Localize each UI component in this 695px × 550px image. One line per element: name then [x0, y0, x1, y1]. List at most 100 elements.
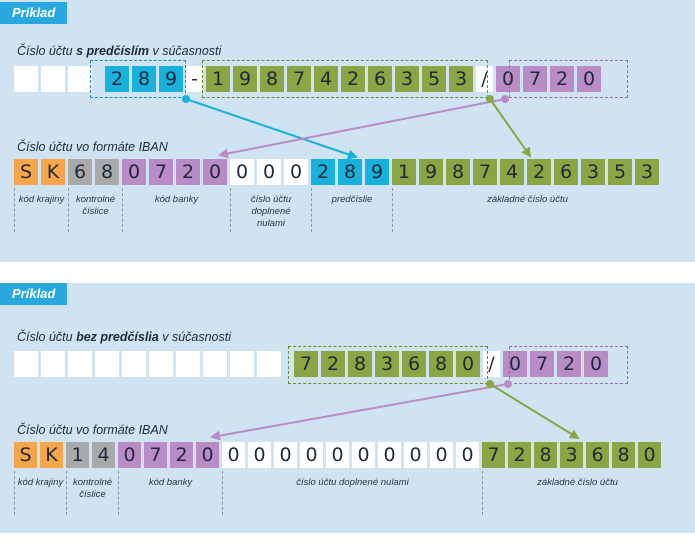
base-number-cell: 7: [482, 442, 505, 468]
iban-row-2: S K 1 4 0 7 2 0 0 0 0 0 0 0 0 0 0 0 7 2 …: [14, 442, 664, 468]
slash-separator: /: [483, 351, 500, 377]
check-digit-cell: 1: [66, 442, 89, 468]
base-number-cell: 6: [586, 442, 609, 468]
empty-cell: [68, 351, 92, 377]
account-heading-1: Číslo účtu s predčíslím v súčasnosti: [17, 44, 222, 58]
gap: [95, 66, 105, 92]
label-bank-code: kód banky: [118, 471, 222, 515]
base-digit: 7: [294, 351, 318, 377]
padding-zero-cell: 0: [430, 442, 453, 468]
base-number-cell: 2: [527, 159, 551, 185]
prefix-cell: 8: [338, 159, 362, 185]
gap: [284, 351, 294, 377]
base-digit: 6: [402, 351, 426, 377]
label-base-number: základné číslo účtu: [392, 188, 662, 232]
base-digit: 4: [314, 66, 338, 92]
padding-zero-cell: 0: [230, 159, 254, 185]
base-number-cell: 3: [635, 159, 659, 185]
padding-zero-cell: 0: [248, 442, 271, 468]
base-digit: 3: [395, 66, 419, 92]
base-digit: 3: [449, 66, 473, 92]
base-number-cell: 5: [608, 159, 632, 185]
bank-code-cell: 2: [176, 159, 200, 185]
label-check-digits: kontrolné číslice: [66, 471, 118, 515]
check-digit-cell: 8: [95, 159, 119, 185]
bank-digit: 0: [577, 66, 601, 92]
base-digit: 8: [260, 66, 284, 92]
bank-code-cell: 0: [122, 159, 146, 185]
country-code-cell: S: [14, 159, 38, 185]
label-zero-padding: číslo účtu doplnené nulami: [230, 188, 311, 232]
base-digit: 5: [422, 66, 446, 92]
padding-zero-cell: 0: [404, 442, 427, 468]
check-digit-cell: 6: [68, 159, 92, 185]
prefix-cell: 2: [311, 159, 335, 185]
empty-cell: [230, 351, 254, 377]
iban-row-1: S K 6 8 0 7 2 0 0 0 0 2 8 9 1 9 8 7 4 2 …: [14, 159, 662, 185]
empty-cell: [257, 351, 281, 377]
bank-code-cell: 0: [118, 442, 141, 468]
check-digit-cell: 4: [92, 442, 115, 468]
empty-cell: [41, 351, 65, 377]
prefix-cell: 9: [365, 159, 389, 185]
label-base-number: základné číslo účtu: [482, 471, 672, 515]
base-digit: 6: [368, 66, 392, 92]
bank-code-cell: 7: [144, 442, 167, 468]
bank-digit: 0: [496, 66, 520, 92]
iban-heading-1: Číslo účtu vo formáte IBAN: [17, 140, 168, 154]
base-digit: 2: [341, 66, 365, 92]
label-zero-padding: číslo účtu doplnené nulami: [222, 471, 482, 515]
bank-digit: 2: [550, 66, 574, 92]
base-number-cell: 1: [392, 159, 416, 185]
padding-zero-cell: 0: [284, 159, 308, 185]
base-number-cell: 8: [446, 159, 470, 185]
country-code-cell: K: [41, 159, 65, 185]
bank-digit: 0: [584, 351, 608, 377]
bank-digit: 2: [557, 351, 581, 377]
bank-digit: 7: [523, 66, 547, 92]
bank-code-cell: 2: [170, 442, 193, 468]
base-number-cell: 3: [581, 159, 605, 185]
base-digit: 3: [375, 351, 399, 377]
base-number-cell: 7: [473, 159, 497, 185]
example-badge-1: Príklad: [0, 2, 68, 24]
base-digit: 7: [287, 66, 311, 92]
empty-cell: [203, 351, 227, 377]
bank-code-cell: 0: [196, 442, 219, 468]
base-number-cell: 3: [560, 442, 583, 468]
padding-zero-cell: 0: [222, 442, 245, 468]
account-number-row-2: 7 2 8 3 6 8 0 / 0 7 2 0: [14, 351, 611, 377]
iban-labels-1: kód krajiny kontrolné číslice kód banky …: [14, 188, 674, 236]
label-prefix: predčíslie: [311, 188, 392, 232]
bank-digit: 0: [503, 351, 527, 377]
prefix-digit: 8: [132, 66, 156, 92]
bank-digit: 7: [530, 351, 554, 377]
prefix-digit: 2: [105, 66, 129, 92]
bank-code-cell: 7: [149, 159, 173, 185]
base-number-cell: 6: [554, 159, 578, 185]
slash-separator: /: [476, 66, 493, 92]
padding-zero-cell: 0: [274, 442, 297, 468]
account-heading-2: Číslo účtu bez predčíslia v súčasnosti: [17, 330, 232, 344]
empty-cell: [41, 66, 65, 92]
label-country-code: kód krajiny: [14, 188, 68, 232]
padding-zero-cell: 0: [378, 442, 401, 468]
iban-heading-2: Číslo účtu vo formáte IBAN: [17, 423, 168, 437]
empty-cell: [14, 66, 38, 92]
bank-code-cell: 0: [203, 159, 227, 185]
country-code-cell: S: [14, 442, 37, 468]
padding-zero-cell: 0: [352, 442, 375, 468]
padding-zero-cell: 0: [456, 442, 479, 468]
prefix-digit: 9: [159, 66, 183, 92]
base-digit: 0: [456, 351, 480, 377]
base-digit: 9: [233, 66, 257, 92]
country-code-cell: K: [40, 442, 63, 468]
base-digit: 8: [429, 351, 453, 377]
label-country-code: kód krajiny: [14, 471, 66, 515]
example-badge-2: Príklad: [0, 283, 68, 305]
base-number-cell: 8: [534, 442, 557, 468]
base-number-cell: 2: [508, 442, 531, 468]
padding-zero-cell: 0: [300, 442, 323, 468]
padding-zero-cell: 0: [257, 159, 281, 185]
base-digit: 1: [206, 66, 230, 92]
